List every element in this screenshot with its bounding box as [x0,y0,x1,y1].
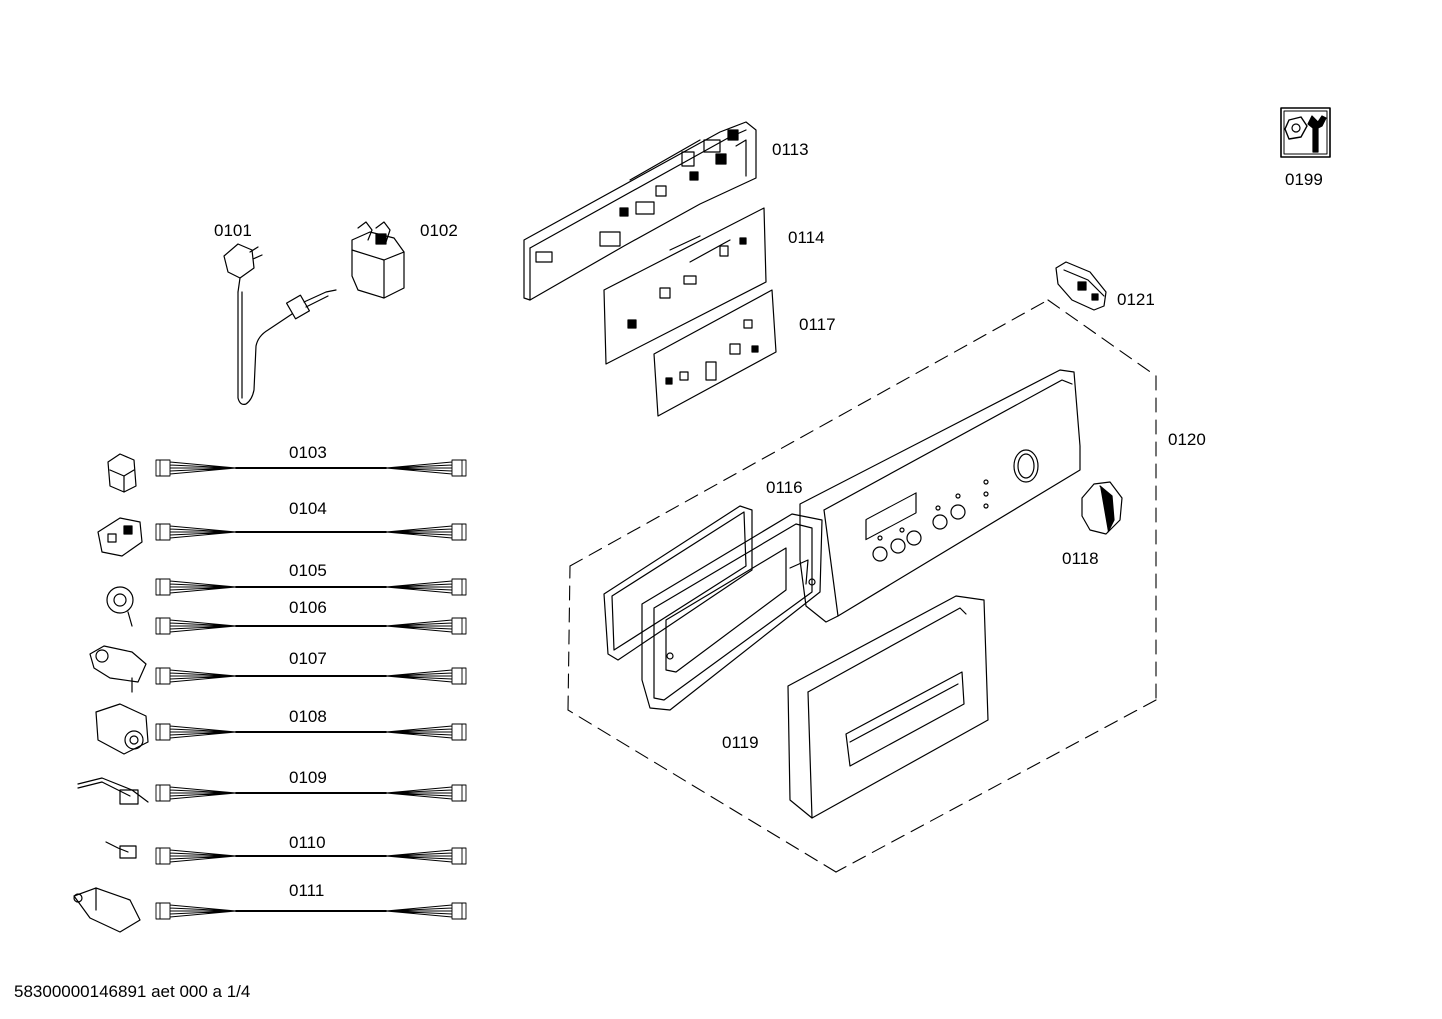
part-label-0110: 0110 [289,833,326,852]
part-label-0118: 0118 [1062,549,1099,568]
tool-nut-wrench-icon [1280,107,1331,158]
wire-harness-group [155,459,467,920]
wire-harness-1 [155,459,467,477]
clip-part [1055,261,1107,311]
part-label-0114: 0114 [788,228,825,247]
component-0108-icon [95,703,149,755]
part-label-0103: 0103 [289,443,327,462]
wire-harness-4 [155,617,467,635]
main-pcb-part [603,207,767,365]
display-pcb-part [653,289,777,417]
part-label-0102: 0102 [420,221,458,240]
part-label-0109: 0109 [289,768,327,787]
part-label-0116: 0116 [766,478,803,497]
part-label-0107: 0107 [289,649,327,668]
component-0110-icon [105,841,137,859]
wire-harness-3 [155,578,467,596]
component-0104-icon [97,517,143,557]
interference-filter-part [351,221,405,299]
part-label-0104: 0104 [289,499,327,518]
wire-harness-5 [155,667,467,685]
program-knob-part [1081,481,1123,535]
power-cord-part [223,243,337,405]
drawer-front-panel-part [787,595,989,819]
part-label-0113: 0113 [772,140,809,159]
component-0111-icon [73,887,141,933]
component-0105-icon [106,586,134,627]
drawing-reference-footer: 58300000146891 aet 000 a 1/4 [14,982,251,1001]
drawer-frame-part [641,513,823,711]
part-label-0111: 0111 [289,881,325,900]
control-module-housing-part [523,121,757,301]
part-label-0108: 0108 [289,707,327,726]
component-0109-icon [77,777,149,805]
wire-harness-8 [155,847,467,865]
part-label-0199: 0199 [1285,170,1323,189]
part-label-0105: 0105 [289,561,327,580]
part-label-0120: 0120 [1168,430,1206,449]
drawer-seal-part [603,505,753,661]
component-0103-icon [107,453,137,493]
part-label-0117: 0117 [799,315,836,334]
component-0107-icon [89,645,147,693]
control-panel-fascia-part [799,369,1081,623]
assembly-0120-dashed-outline [567,299,1157,873]
part-label-0119: 0119 [722,733,759,752]
part-label-0121: 0121 [1117,290,1155,309]
part-label-0101: 0101 [214,221,252,240]
wire-harness-9 [155,902,467,920]
wire-harness-6 [155,723,467,741]
part-label-0106: 0106 [289,598,327,617]
wire-harness-2 [155,523,467,541]
wire-harness-7 [155,784,467,802]
